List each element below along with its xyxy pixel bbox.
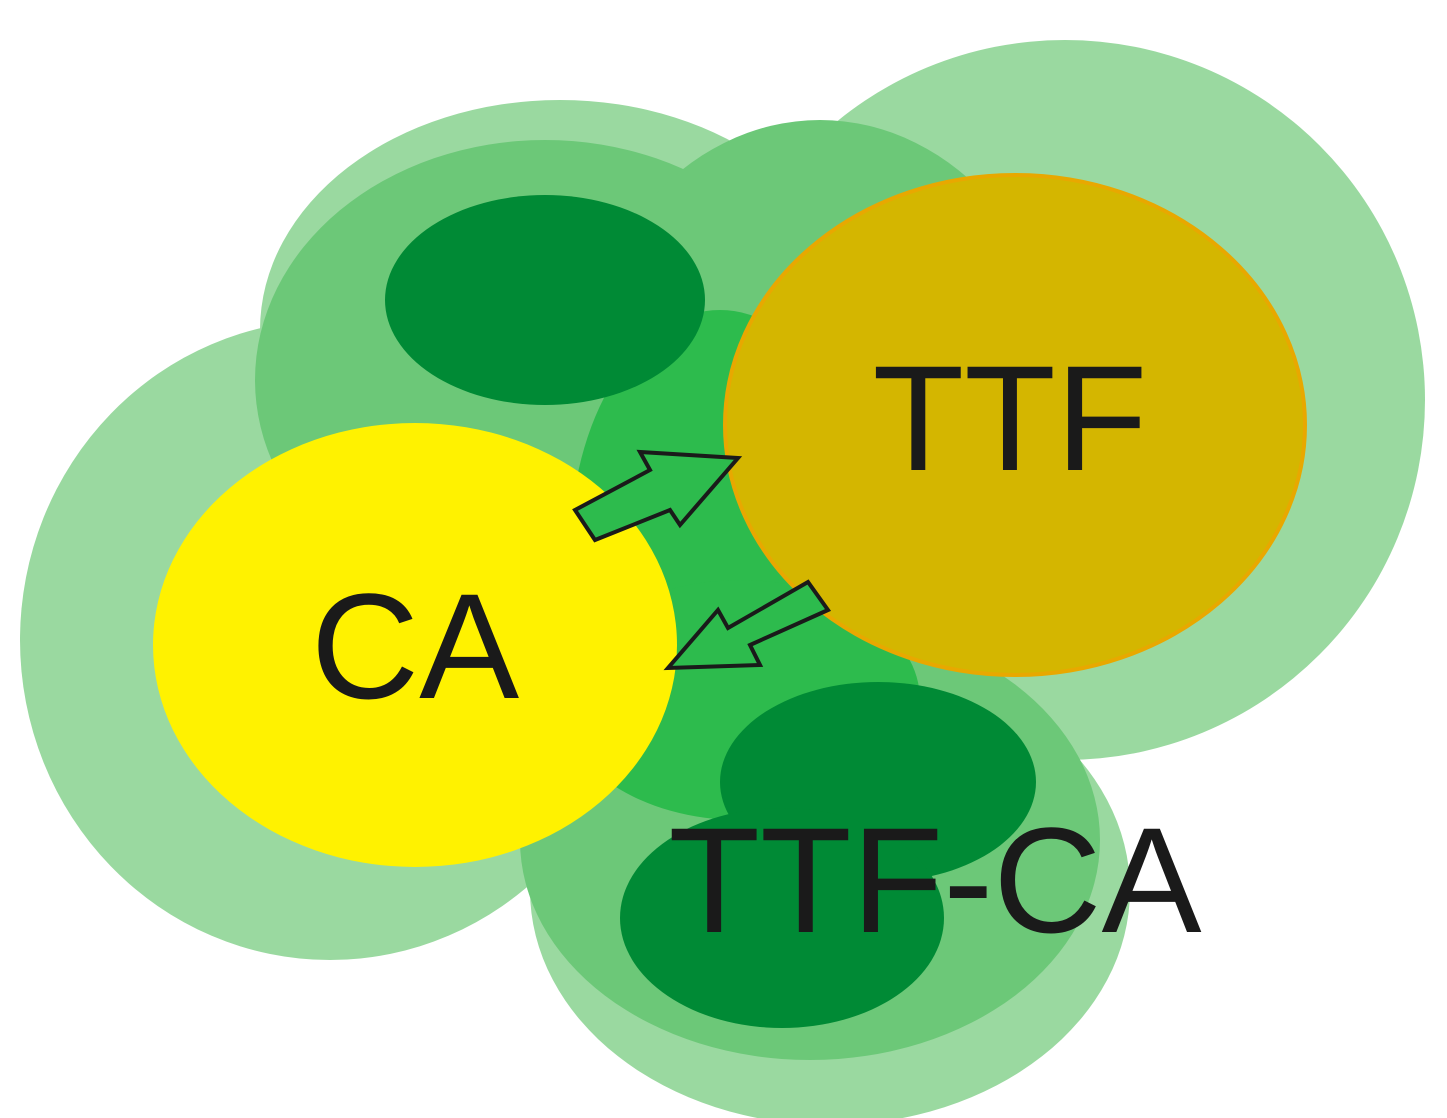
ca-label: CA — [311, 562, 519, 730]
dark-blob-top — [385, 195, 705, 405]
ttf-circle — [723, 173, 1307, 677]
arrow-ca-to-ttf — [572, 449, 743, 543]
arrow-ttf-to-ca — [663, 579, 832, 671]
ttf-node: TTF — [723, 173, 1307, 677]
ca-circle — [153, 423, 677, 867]
ttf-label: TTF — [873, 334, 1148, 502]
ttf-ca-label: TTF-CA — [668, 796, 1201, 964]
dark-blob-lower-left — [620, 808, 944, 1028]
ca-node: CA — [153, 423, 677, 867]
